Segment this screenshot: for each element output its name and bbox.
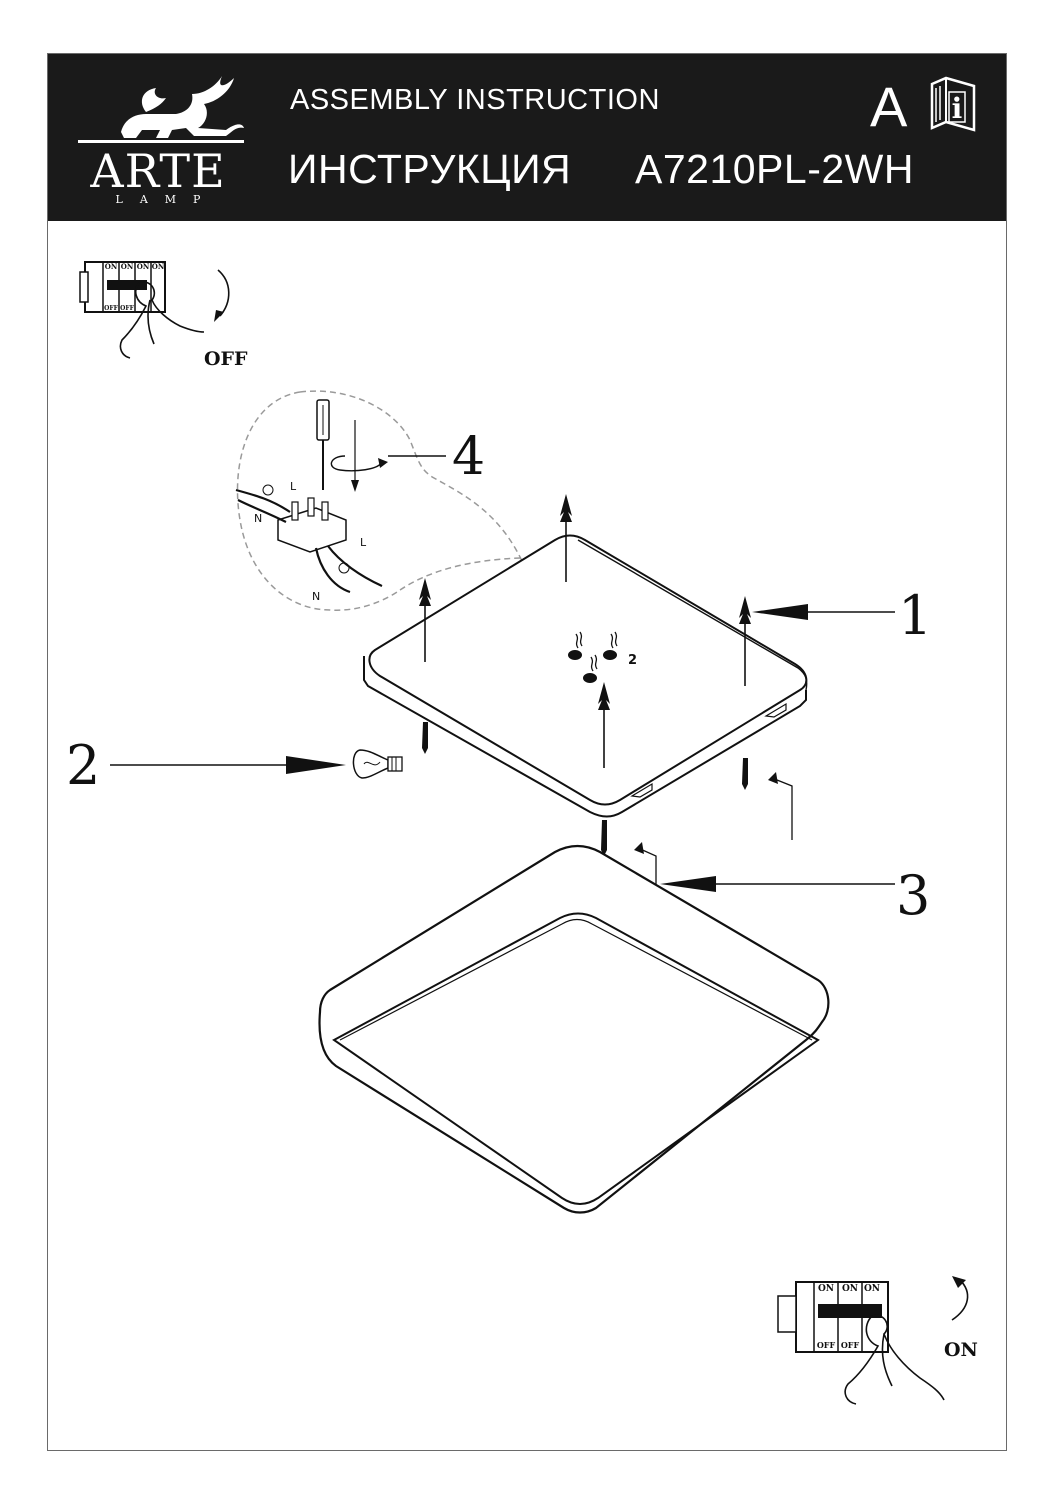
wire-label-n-bottom: N <box>312 590 320 603</box>
wiring-detail: 4 L N L N <box>235 390 537 611</box>
step-4-label: 4 <box>452 427 485 487</box>
hole-count-label: 2 <box>628 653 637 668</box>
off-switch-on-label-2: ON <box>121 262 134 271</box>
corner-letter: A <box>870 75 908 138</box>
on-caption: ON <box>944 1339 978 1361</box>
circuit-breaker-on: ON ON ON OFF OFF ON <box>777 1276 978 1405</box>
step-3-callout: 3 <box>660 864 930 927</box>
instruction-book-icon: i <box>930 76 976 132</box>
mounting-plate: 2 <box>363 534 808 818</box>
hand-icon <box>119 281 205 359</box>
step-2-label: 2 <box>66 734 100 797</box>
wire-label-l-bottom: L <box>360 536 367 549</box>
info-letter: i <box>952 92 963 125</box>
off-switch-off-label-2: OFF <box>120 305 134 312</box>
on-switch-off-label-2: OFF <box>841 1340 860 1350</box>
off-switch-on-label-1: ON <box>105 262 118 271</box>
circuit-breaker-off: ON ON ON ON OFF OFF OFF <box>79 261 248 370</box>
screws <box>419 494 751 856</box>
step-3-label: 3 <box>896 864 930 927</box>
step-1-label: 1 <box>898 584 932 647</box>
title-russian: ИНСТРУКЦИЯ <box>288 146 572 192</box>
off-switch-off-label-1: OFF <box>104 305 118 312</box>
on-switch-on-label-1: ON <box>818 1284 834 1294</box>
wire-label-n-top: N <box>254 512 262 525</box>
brand-name: ARTE <box>90 144 226 198</box>
on-switch-on-label-3: ON <box>864 1284 880 1294</box>
on-switch-off-label-1: OFF <box>817 1340 836 1350</box>
header-bar: ARTE LAMP ASSEMBLY INSTRUCTION ИНСТРУКЦИ… <box>48 54 1006 221</box>
griffin-logo-icon <box>78 76 244 143</box>
lamp-body <box>318 844 830 1214</box>
step-1-callout: 1 <box>752 584 932 647</box>
brand-sub: LAMP <box>115 193 218 206</box>
off-switch-on-label-4: ON <box>152 262 165 271</box>
bulb-icon <box>352 749 403 779</box>
instruction-sheet: ARTE LAMP ASSEMBLY INSTRUCTION ИНСТРУКЦИ… <box>47 53 1007 1451</box>
screwdriver-icon <box>316 399 330 490</box>
title-english: ASSEMBLY INSTRUCTION <box>290 84 660 116</box>
step-2-callout: 2 <box>66 734 403 797</box>
hand-icon <box>844 1314 945 1405</box>
on-switch-on-label-2: ON <box>842 1284 858 1294</box>
wire-label-l-top: L <box>290 480 297 493</box>
model-number: A7210PL-2WH <box>635 146 914 192</box>
off-switch-on-label-3: ON <box>137 262 150 271</box>
off-caption: OFF <box>204 348 248 370</box>
